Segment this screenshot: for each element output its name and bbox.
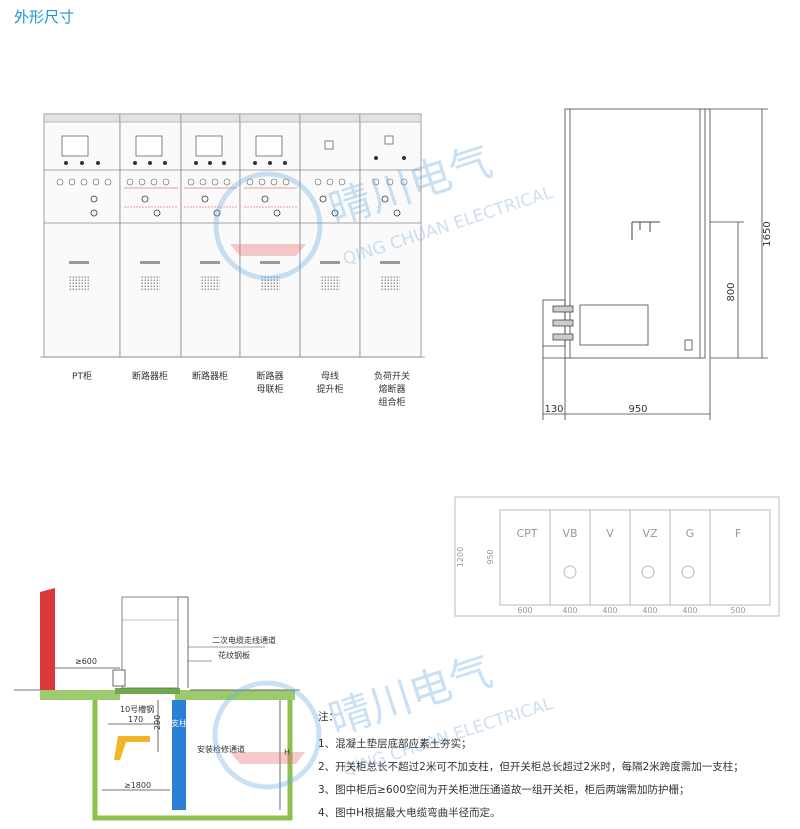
label-load-switch-2: 熔断器 [378, 383, 405, 395]
plan-width-4: 400 [642, 606, 657, 615]
cabinet-labels: PT柜 断路器柜 断路器柜 断路器 母联柜 母线 提升柜 负荷开关 熔断器 组合… [72, 370, 410, 408]
label-column: 支柱 [171, 718, 187, 728]
plan-cell-labels: CPT VB V VZ G F [516, 527, 741, 540]
plan-cell-v: V [606, 527, 614, 540]
plan-cell-f: F [735, 527, 741, 540]
label-bus-tie-1: 断路器 [256, 370, 283, 382]
plan-dim-outer: 1200 [456, 547, 465, 567]
plan-cell-vz: VZ [642, 527, 658, 540]
cabinet-load-switch [359, 113, 422, 358]
label-load-switch-3: 组合柜 [378, 396, 405, 408]
trench-section [14, 588, 300, 821]
plan-width-labels: 600 400 400 400 400 500 1200 950 [456, 547, 746, 615]
label-channel-steel: 10号槽钢 [120, 704, 154, 714]
label-passage: 安装检修通道 [197, 744, 245, 754]
label-bus-tie-2: 母联柜 [256, 383, 283, 395]
label-breaker-1: 断路器柜 [132, 370, 168, 382]
plan-dim-inner: 950 [486, 549, 495, 564]
label-pt: PT柜 [72, 370, 92, 382]
dim-290: 290 [153, 715, 162, 730]
plan-width-3: 400 [602, 606, 617, 615]
plan-width-5: 400 [682, 606, 697, 615]
label-checker-plate: 花纹钢板 [218, 650, 250, 660]
dim-bottom-1800: ≥1800 [124, 781, 151, 790]
notes-heading: 注： [318, 711, 339, 723]
page-title: 外形尺寸 [14, 8, 75, 26]
cabinet-breaker-1 [119, 113, 182, 358]
label-h: H [284, 748, 290, 757]
cabinet-bus-riser [299, 113, 361, 358]
front-view [40, 113, 425, 358]
note-1: 1、混凝土垫层底部应素土夯实； [318, 738, 472, 750]
note-2: 2、开关柜总长不超过2米可不加支柱，但开关柜总长超过2米时，每隔2米跨度需加一支… [318, 761, 744, 773]
note-4: 4、图中H根据最大电缆弯曲半径而定。 [318, 807, 501, 819]
side-view [542, 108, 768, 420]
side-dimensions: 1650 800 130 950 [544, 221, 773, 415]
cabinet-breaker-2 [180, 113, 241, 358]
label-load-switch-1: 负荷开关 [374, 370, 410, 382]
cabinet-pt [43, 113, 121, 358]
label-bus-riser-2: 提升柜 [316, 383, 343, 395]
plan-cell-cpt: CPT [516, 527, 537, 540]
plan-width-6: 500 [730, 606, 745, 615]
dim-130: 130 [544, 404, 563, 415]
label-cable-channel: 二次电缆走线通道 [212, 635, 276, 645]
cabinet-bus-tie [239, 113, 301, 358]
dim-1650: 1650 [762, 221, 773, 246]
label-bus-riser-1: 母线 [321, 370, 339, 382]
note-3: 3、图中柜后≥600空间为开关柜泄压通道故一组开关柜，柜后两端需加防护栅； [318, 784, 690, 796]
plan-cell-vb: VB [562, 527, 577, 540]
label-breaker-2: 断路器柜 [192, 370, 228, 382]
plan-width-1: 600 [517, 606, 532, 615]
dim-front-600: ≥600 [75, 657, 97, 666]
dim-800: 800 [726, 282, 737, 301]
trench-labels: 二次电缆走线通道 花纹钢板 10号槽钢 ≥600 170 290 ≥1800 安… [75, 635, 290, 790]
dim-950: 950 [628, 404, 647, 415]
plan-view [454, 496, 780, 617]
plan-width-2: 400 [562, 606, 577, 615]
dim-170: 170 [128, 715, 143, 724]
plan-cell-g: G [686, 527, 695, 540]
